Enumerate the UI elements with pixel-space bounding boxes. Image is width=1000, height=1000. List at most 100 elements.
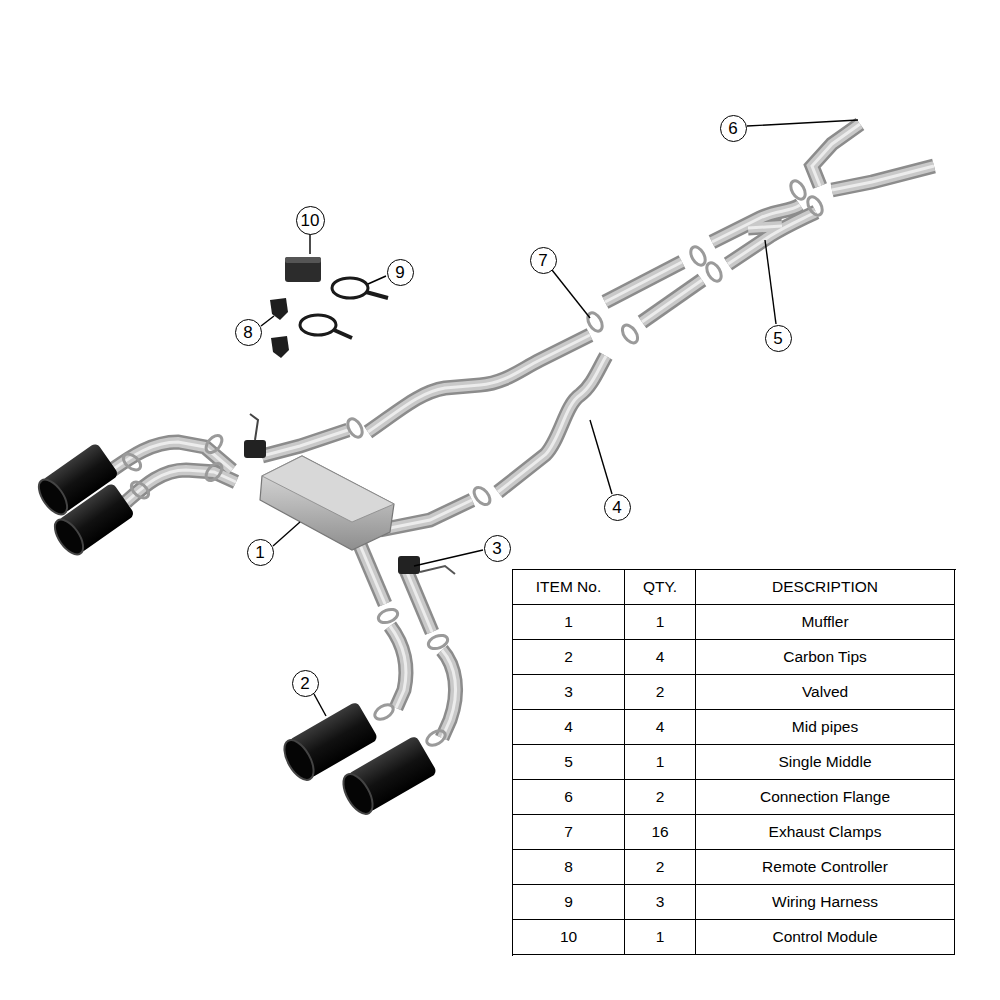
callout-number: 5 — [773, 330, 782, 347]
table-cell: 2 — [513, 640, 625, 675]
callout-circle: 4 — [604, 494, 631, 521]
callout-circle: 3 — [484, 535, 511, 562]
table-cell: 6 — [513, 780, 625, 815]
table-cell: 2 — [625, 850, 696, 885]
clamp — [372, 702, 395, 722]
leader-line — [552, 270, 590, 318]
clamp — [471, 484, 493, 507]
table-cell: 3 — [625, 885, 696, 920]
callout-circle: 5 — [765, 325, 792, 352]
table-cell: 2 — [625, 675, 696, 710]
clamp — [377, 607, 400, 625]
parts-table: ITEM No.QTY.DESCRIPTION11Muffler24Carbon… — [512, 569, 956, 956]
table-cell: Exhaust Clamps — [696, 815, 955, 850]
callout-number: 2 — [300, 675, 309, 692]
remote — [271, 336, 289, 358]
table-cell: 2 — [625, 780, 696, 815]
callout-number: 7 — [538, 252, 547, 269]
leader-line — [747, 120, 858, 126]
table-cell: Mid pipes — [696, 710, 955, 745]
clamp — [424, 728, 447, 748]
harness-plug — [334, 330, 352, 338]
table-cell: 1 — [625, 745, 696, 780]
table-cell: 1 — [513, 605, 625, 640]
muffler-body — [260, 456, 394, 550]
leader-line — [368, 276, 386, 284]
table-header: QTY. — [625, 570, 696, 605]
callout-number: 1 — [255, 544, 264, 561]
valve-wire — [420, 566, 455, 574]
callout-circle: 1 — [247, 539, 274, 566]
leader-line — [261, 316, 274, 326]
valve-wire — [250, 414, 258, 440]
table-cell: 16 — [625, 815, 696, 850]
callout-number: 10 — [301, 212, 320, 229]
callout-circle: 8 — [235, 319, 262, 346]
table-cell: Single Middle — [696, 745, 955, 780]
tip-mouth — [278, 735, 319, 784]
table-cell: Control Module — [696, 920, 955, 955]
clamp — [345, 416, 365, 439]
table-cell: Muffler — [696, 605, 955, 640]
harness-plug — [366, 292, 388, 298]
leader-line — [314, 694, 326, 716]
table-cell: 4 — [513, 710, 625, 745]
leader-line — [765, 240, 776, 324]
callout-circle: 9 — [387, 259, 414, 286]
table-cell: Valved — [696, 675, 955, 710]
callout-number: 9 — [395, 264, 404, 281]
clamp — [788, 178, 808, 201]
callout-number: 6 — [728, 120, 737, 137]
leader-line — [590, 420, 612, 494]
callout-circle: 2 — [292, 670, 319, 697]
table-cell: Wiring Harness — [696, 885, 955, 920]
table-cell: 7 — [513, 815, 625, 850]
table-header: ITEM No. — [513, 570, 625, 605]
control-module — [285, 257, 321, 282]
callout-circle: 7 — [530, 247, 557, 274]
tip-mouth — [49, 515, 88, 559]
harness-coil — [300, 315, 336, 335]
muffler — [260, 456, 394, 550]
table-cell: 8 — [513, 850, 625, 885]
callout-circle: 6 — [720, 115, 747, 142]
clamp — [688, 244, 708, 267]
clamp — [805, 194, 825, 217]
callout-number: 3 — [492, 540, 501, 557]
clamp — [585, 310, 605, 333]
table-cell: 1 — [625, 605, 696, 640]
leader-line — [414, 550, 483, 566]
table-cell: 4 — [625, 710, 696, 745]
tip-mouth — [33, 475, 72, 519]
clamp — [203, 460, 225, 483]
table-cell: 9 — [513, 885, 625, 920]
tip-mouth — [337, 769, 378, 818]
muffler-top — [262, 456, 394, 522]
leader-line — [309, 234, 310, 254]
table-header: DESCRIPTION — [696, 570, 955, 605]
table-cell: 1 — [625, 920, 696, 955]
table-cell: Carbon Tips — [696, 640, 955, 675]
table-cell: Connection Flange — [696, 780, 955, 815]
clamp — [203, 432, 225, 455]
table-cell: 4 — [625, 640, 696, 675]
carbon-tips — [33, 442, 437, 818]
table-cell: 10 — [513, 920, 625, 955]
table-cell: 5 — [513, 745, 625, 780]
callout-number: 4 — [612, 499, 621, 516]
leader-line — [273, 522, 300, 546]
clamp — [619, 322, 640, 345]
valve-actuator — [244, 440, 266, 458]
control-kit — [270, 257, 388, 358]
clamp — [704, 260, 724, 283]
clamp — [427, 633, 450, 651]
module-top — [285, 257, 321, 263]
clamp — [128, 479, 151, 501]
valves — [244, 414, 455, 574]
harness-coil — [332, 278, 368, 298]
table-cell: 3 — [513, 675, 625, 710]
callout-circle: 10 — [296, 206, 325, 235]
clamp — [120, 451, 143, 473]
table-cell: Remote Controller — [696, 850, 955, 885]
callout-number: 8 — [243, 324, 252, 341]
